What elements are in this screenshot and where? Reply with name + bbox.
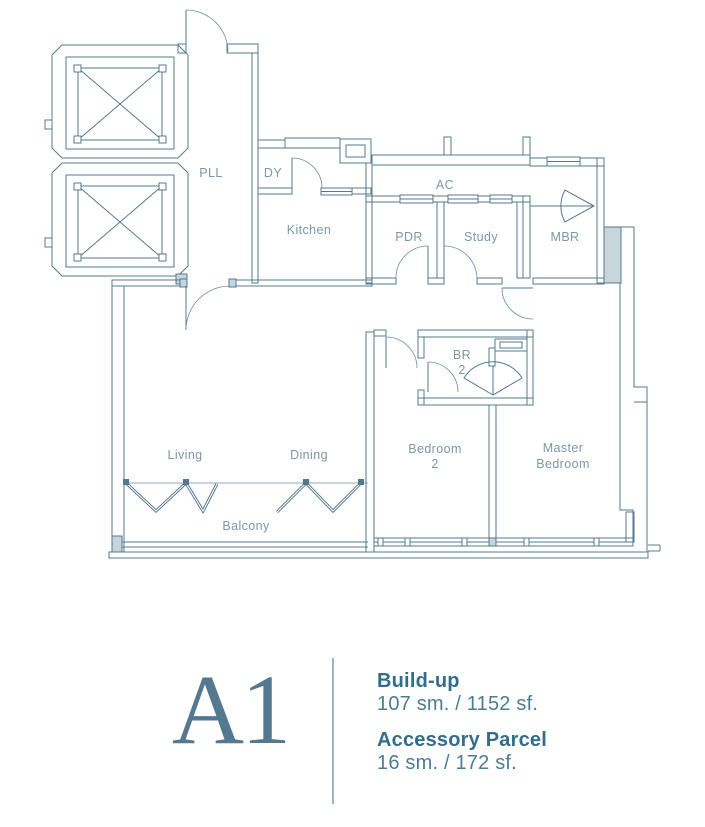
room-label-study: Study xyxy=(464,230,498,244)
build-up-label: Build-up xyxy=(377,670,460,692)
room-label-br2-line1: BR xyxy=(453,348,471,362)
info-divider xyxy=(332,658,334,804)
elevator-shaft-1 xyxy=(51,44,189,159)
bedroom-window-band xyxy=(373,537,634,547)
mbr-bath-walls xyxy=(522,156,605,284)
unit-specs: Build-up 107 sm. / 1152 sf. Accessory Pa… xyxy=(377,670,547,788)
room-label-pll: PLL xyxy=(199,166,222,180)
elevator-shaft-2 xyxy=(51,162,189,285)
room-label-bedroom2-line2: 2 xyxy=(431,457,438,471)
room-label-ac: AC xyxy=(436,178,454,192)
br2-bath-walls xyxy=(417,329,534,406)
accessory-parcel-label: Accessory Parcel xyxy=(377,729,547,751)
room-label-kitchen: Kitchen xyxy=(287,223,332,237)
dy-room-walls xyxy=(257,137,372,196)
hall-walls xyxy=(365,329,418,553)
unit-info-block: A1 Build-up 107 sm. / 1152 sf. Accessory… xyxy=(0,652,705,827)
right-exterior-wall xyxy=(603,226,648,552)
room-label-dy: DY xyxy=(264,166,282,180)
elevator-side-tabs xyxy=(44,119,53,248)
room-label-mbr: MBR xyxy=(551,230,580,244)
bedroom-divider-wall xyxy=(488,404,497,539)
floor-plan: PLL DY Kitchen AC PDR Study MBR BR 2 Bed… xyxy=(44,9,661,559)
room-label-master-line2: Bedroom xyxy=(536,457,590,471)
room-label-balcony: Balcony xyxy=(222,519,270,533)
unit-code: A1 xyxy=(171,654,291,765)
room-label-living: Living xyxy=(167,448,202,462)
room-label-bedroom2-line1: Bedroom xyxy=(408,442,462,456)
lobby-walls xyxy=(177,9,259,284)
room-label-dining: Dining xyxy=(290,448,328,462)
room-label-br2-line2: 2 xyxy=(458,363,465,377)
living-balcony-walls xyxy=(108,285,661,559)
room-label-pdr: PDR xyxy=(395,230,423,244)
build-up-value: 107 sm. / 1152 sf. xyxy=(377,693,539,715)
master-entry-door xyxy=(501,287,534,320)
accessory-parcel-value: 16 sm. / 172 sf. xyxy=(377,752,517,774)
ac-ledge xyxy=(365,136,531,204)
kitchen-walls xyxy=(365,162,373,284)
unit-entry xyxy=(111,278,373,331)
room-labels: PLL DY Kitchen AC PDR Study MBR BR 2 Bed… xyxy=(167,166,589,533)
room-label-master-line1: Master xyxy=(543,441,584,455)
